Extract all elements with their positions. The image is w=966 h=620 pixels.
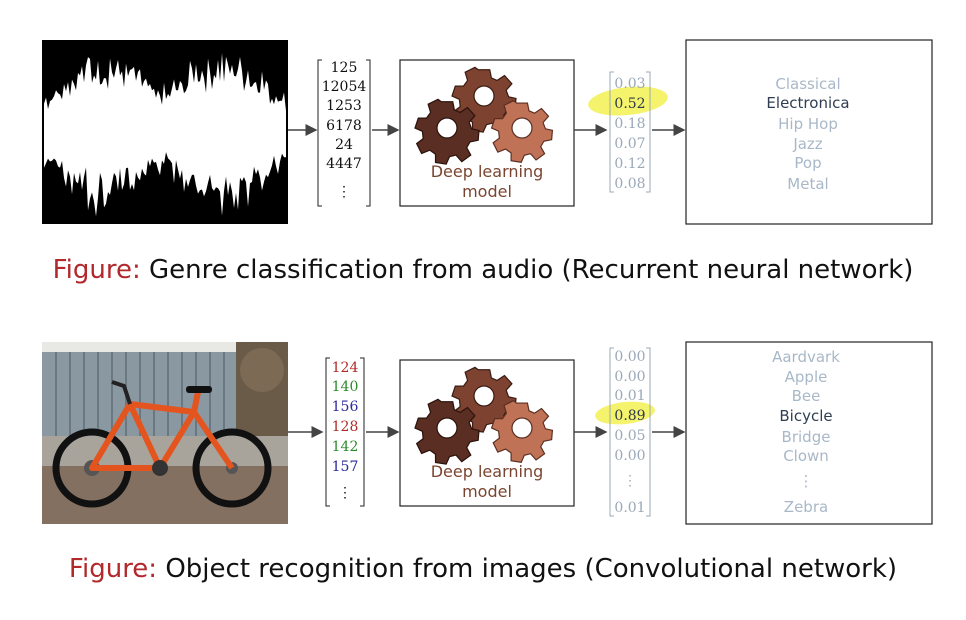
- model-label-line2: model: [462, 182, 512, 201]
- gear-icon: [451, 366, 517, 433]
- probability-value: 0.01: [614, 500, 645, 516]
- vector-ellipsis: ⋮: [337, 184, 351, 200]
- model-label-line1: Deep learning: [431, 162, 544, 181]
- vector-value: 4447: [326, 156, 362, 172]
- vector-value: 125: [331, 60, 358, 76]
- pixel-green-value: 140: [332, 379, 359, 395]
- gear-icon: [490, 400, 554, 463]
- class-ellipsis: ⋮: [799, 472, 814, 490]
- class-label: Apple: [785, 368, 828, 386]
- class-label: Bridge: [782, 428, 831, 446]
- pixel-red-value: 124: [332, 360, 359, 376]
- bottom-model-box: Deep learning model: [399, 359, 575, 507]
- probability-value: 0.00: [614, 349, 645, 365]
- class-label: Hip Hop: [778, 115, 838, 133]
- top-probability-vector: 0.03 0.52 0.18 0.07 0.12 0.08: [588, 71, 668, 193]
- pixel-red-value: 128: [332, 419, 359, 435]
- bottom-class-list: Aardvark Apple Bee Bicycle Bridge Clown …: [685, 341, 933, 525]
- class-label: Classical: [775, 75, 840, 93]
- probability-value: 0.07: [614, 136, 645, 152]
- gear-icon: [414, 398, 480, 465]
- caption-text: Object recognition from images (Convolut…: [157, 554, 897, 584]
- caption-key: Figure:: [53, 255, 141, 285]
- vector-value: 1253: [326, 98, 362, 114]
- vector-value: 24: [335, 137, 353, 153]
- class-label-predicted: Electronica: [766, 94, 849, 112]
- audio-waveform-image: [42, 40, 288, 224]
- pixel-blue-value: 156: [332, 399, 359, 415]
- probability-value: 0.00: [614, 369, 645, 385]
- class-label: Clown: [783, 447, 829, 465]
- class-label: Aardvark: [772, 348, 840, 366]
- probability-ellipsis: ⋮: [623, 473, 637, 489]
- top-caption: Figure: Genre classification from audio …: [53, 255, 914, 285]
- probability-value: 0.03: [614, 76, 645, 92]
- gear-icon: [490, 100, 554, 163]
- class-label: Zebra: [784, 498, 828, 516]
- top-row: 125 12054 1253 6178 24 4447 ⋮ Dee: [42, 39, 933, 285]
- gear-icon: [451, 66, 517, 133]
- bottom-probability-vector: 0.00 0.00 0.01 0.89 0.05 0.00 ⋮ 0.01: [595, 347, 655, 517]
- probability-value: 0.12: [614, 156, 645, 172]
- highlight-mark: [588, 86, 668, 116]
- bottom-input-vector: 124 140 156 128 142 157 ⋮: [325, 357, 365, 507]
- bicycle-photo-image: [42, 342, 288, 524]
- model-label-line1: Deep learning: [431, 462, 544, 481]
- pixel-green-value: 142: [332, 439, 359, 455]
- probability-value: 0.05: [614, 428, 645, 444]
- bottom-row: 124 140 156 128 142 157 ⋮ Deep le: [42, 341, 933, 584]
- class-label: Metal: [787, 175, 828, 193]
- class-label-predicted: Bicycle: [779, 407, 832, 425]
- top-model-box: Deep learning model: [399, 59, 575, 207]
- top-input-vector: 125 12054 1253 6178 24 4447 ⋮: [317, 59, 371, 207]
- probability-value: 0.00: [614, 448, 645, 464]
- class-label: Bee: [792, 387, 821, 405]
- probability-value-highlighted: 0.52: [614, 96, 645, 112]
- vector-ellipsis: ⋮: [338, 485, 352, 501]
- caption-key: Figure:: [69, 554, 157, 584]
- bottom-caption: Figure: Object recognition from images (…: [69, 554, 897, 584]
- vector-value: 12054: [322, 79, 367, 95]
- vector-value: 6178: [326, 118, 362, 134]
- model-label-line2: model: [462, 482, 512, 501]
- pixel-blue-value: 157: [332, 459, 359, 475]
- probability-value: 0.01: [614, 388, 645, 404]
- probability-value-highlighted: 0.89: [614, 408, 645, 424]
- gear-icon: [414, 98, 480, 165]
- class-label: Pop: [794, 154, 821, 172]
- caption-text: Genre classification from audio (Recurre…: [141, 255, 914, 285]
- probability-value: 0.08: [614, 176, 645, 192]
- probability-value: 0.18: [614, 116, 645, 132]
- class-label: Jazz: [792, 135, 822, 153]
- top-class-list: Classical Electronica Hip Hop Jazz Pop M…: [685, 39, 933, 225]
